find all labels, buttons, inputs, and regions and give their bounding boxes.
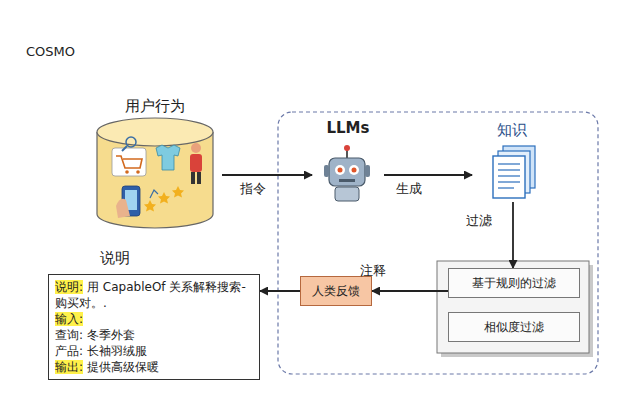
explanation-text: 提供高级保暖 xyxy=(87,360,159,374)
explanation-line: 输出: 提供高级保暖 xyxy=(55,359,253,375)
box-label: 基于规则的过滤 xyxy=(453,275,575,291)
similarity-filter-box: 相似度过滤 xyxy=(448,312,580,342)
dashed-region xyxy=(278,112,598,374)
arrow-connector xyxy=(512,202,514,268)
highlight-key: 输入: xyxy=(55,312,83,326)
explanation-line: 产品: 长袖羽绒服 xyxy=(55,343,253,359)
arrow-connector xyxy=(384,174,472,176)
box-label: 人类反馈 xyxy=(305,283,367,299)
arrow-connector xyxy=(372,290,448,292)
explanation-line: 输入: xyxy=(55,311,253,327)
document-icon xyxy=(493,146,535,198)
explanation-text: 查询: 冬季外套 xyxy=(55,328,135,342)
explanation-line: 查询: 冬季外套 xyxy=(55,327,253,343)
node-heading: 知识 xyxy=(472,120,552,140)
edge-label: 指令 xyxy=(240,180,266,198)
feedback-box: 人类反馈 xyxy=(300,276,372,306)
box-label: 相似度过滤 xyxy=(453,319,575,335)
explanation-text: 用 CapableOf 关系解释搜索-购买对。. xyxy=(55,280,246,310)
highlight-key: 输出: xyxy=(55,360,83,374)
explanation-box: 说明:用 CapableOf 关系解释搜索-购买对。.输入:查询: 冬季外套产品… xyxy=(48,274,260,380)
node-heading: 用户行为 xyxy=(88,96,222,116)
database-cylinder xyxy=(97,118,213,228)
corner-label: COSMO xyxy=(26,44,75,59)
knowledge-node: 知识 xyxy=(472,120,552,202)
arrow-connector xyxy=(222,174,312,176)
llm-node: LLMs xyxy=(312,118,384,210)
database-node: 用户行为 xyxy=(88,96,222,234)
edge-label: 注释 xyxy=(360,262,386,280)
edge-label: 生成 xyxy=(396,180,422,198)
explanation-line: 说明:用 CapableOf 关系解释搜索-购买对。. xyxy=(55,279,253,311)
explanation-heading: 说明 xyxy=(100,248,260,268)
robot-icon xyxy=(324,145,370,201)
filter-group-box xyxy=(437,261,589,353)
arrow-connector xyxy=(260,290,300,292)
explanation-text: 产品: 长袖羽绒服 xyxy=(55,344,147,358)
rule-filter-box: 基于规则的过滤 xyxy=(448,268,580,298)
edge-label: 过滤 xyxy=(466,212,492,230)
highlight-key: 说明: xyxy=(55,280,83,294)
node-heading: LLMs xyxy=(312,118,384,138)
explanation-node: 说明说明:用 CapableOf 关系解释搜索-购买对。.输入:查询: 冬季外套… xyxy=(48,248,260,380)
